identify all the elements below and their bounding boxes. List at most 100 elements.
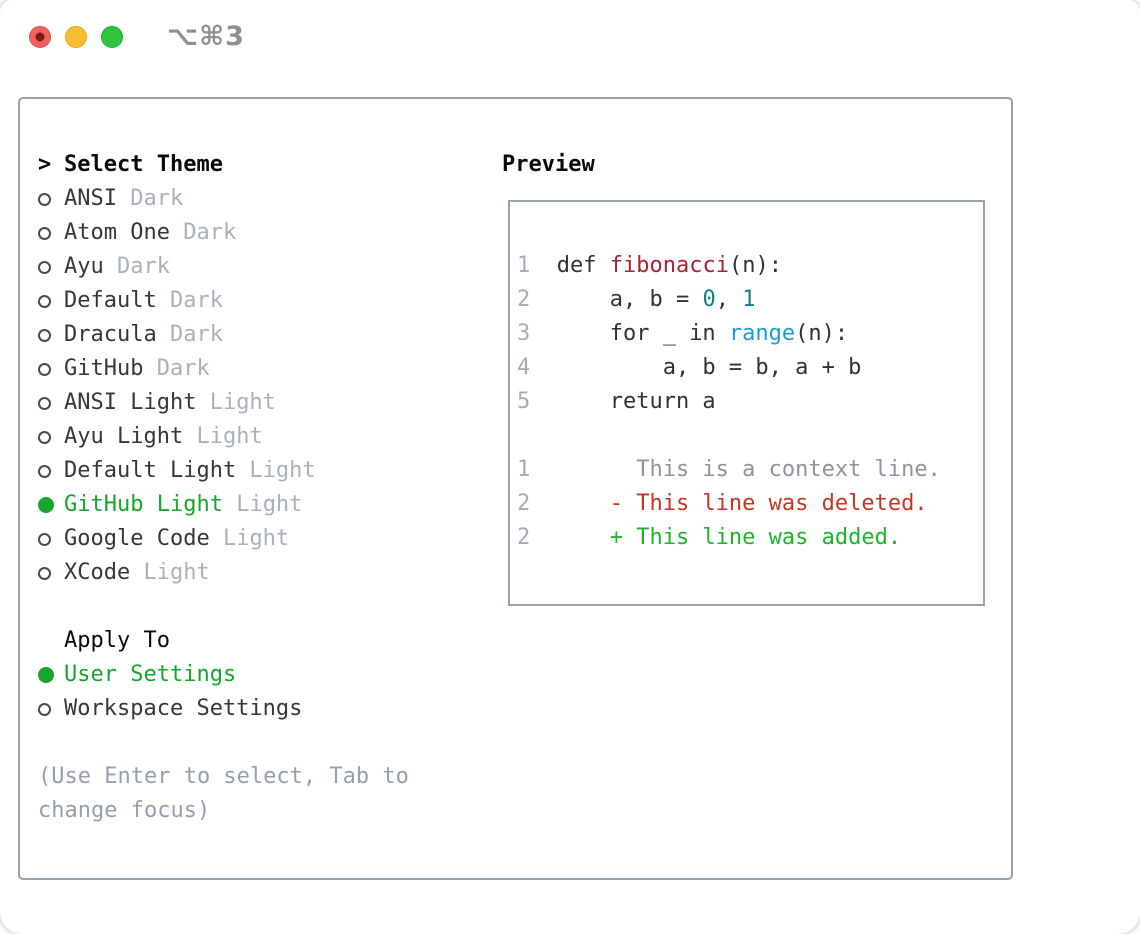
theme-item[interactable]: ANSI Dark (38, 182, 409, 216)
radio-icon (38, 260, 64, 274)
zoom-button[interactable] (101, 26, 123, 48)
theme-item[interactable]: Atom One Dark (38, 216, 409, 250)
preview-header: Preview (502, 152, 595, 177)
help-text-line-2: change focus) (38, 798, 211, 823)
radio-circle (38, 667, 54, 683)
code-line: 2 + This line was added. (517, 521, 983, 555)
theme-item[interactable]: Ayu Dark (38, 250, 409, 284)
help-text-line-1: (Use Enter to select, Tab to (38, 764, 409, 789)
theme-variant-tag: Dark (169, 220, 237, 245)
radio-circle (38, 328, 51, 342)
theme-name: GitHub Light (64, 492, 223, 517)
code-segment: def (530, 253, 610, 278)
code-segment: , (715, 287, 743, 312)
code-segment: return a (530, 389, 716, 414)
radio-icon (38, 294, 64, 308)
code-segment: - This line was deleted. (530, 491, 928, 516)
theme-name: Ayu (64, 254, 104, 279)
traffic-lights (29, 26, 123, 48)
apply-to-label: Workspace Settings (64, 696, 303, 721)
theme-variant-tag: Light (130, 560, 210, 585)
theme-item[interactable]: XCode Light (38, 556, 409, 590)
cursor-icon: > (38, 152, 52, 177)
theme-name: ANSI (64, 186, 117, 211)
close-button[interactable] (29, 26, 51, 48)
code-segment: This is a context line. (530, 457, 941, 482)
theme-name: Dracula (64, 322, 157, 347)
radio-icon (38, 566, 64, 580)
theme-item[interactable]: Default Light Light (38, 454, 409, 488)
minimize-button[interactable] (65, 26, 87, 48)
radio-circle (38, 294, 51, 308)
theme-variant-tag: Dark (103, 254, 170, 279)
theme-item[interactable]: Dracula Dark (38, 318, 409, 352)
line-number: 5 (517, 389, 531, 414)
theme-item[interactable]: GitHub Dark (38, 352, 409, 386)
code-segment: for _ in (530, 321, 729, 346)
code-line: 2 a, b = 0, 1 (517, 283, 983, 317)
radio-icon (38, 430, 64, 444)
code-segment: (n): (728, 253, 782, 278)
radio-icon (38, 702, 64, 716)
radio-icon (38, 226, 64, 240)
theme-variant-tag: Light (196, 390, 276, 415)
radio-circle (38, 396, 51, 410)
line-number: 4 (517, 355, 531, 380)
line-number: 1 (517, 253, 531, 278)
theme-variant-tag: Dark (143, 356, 210, 381)
theme-variant-tag: Dark (156, 288, 223, 313)
theme-name: Atom One (64, 220, 170, 245)
window-title: ⌥⌘3 (167, 21, 245, 52)
theme-name: GitHub (64, 356, 144, 381)
radio-circle (38, 464, 51, 478)
code-segment: range (728, 321, 796, 346)
radio-circle (38, 532, 51, 546)
theme-variant-tag: Light (236, 458, 316, 483)
theme-name: ANSI Light (64, 390, 197, 415)
radio-circle (38, 430, 51, 444)
radio-circle (38, 566, 51, 580)
code-segment: + This line was added. (530, 525, 902, 550)
code-line: 4 a, b = b, a + b (517, 351, 983, 385)
apply-to-header-row: Apply To (38, 624, 409, 658)
line-number: 2 (517, 525, 531, 550)
spacer (38, 726, 409, 760)
radio-circle (38, 702, 51, 716)
code-segment: 0 (702, 287, 716, 312)
code-segment: (n): (795, 321, 849, 346)
theme-variant-tag: Dark (116, 186, 184, 211)
select-theme-header: Select Theme (64, 152, 223, 177)
code-line: 5 return a (517, 385, 983, 419)
theme-item[interactable]: GitHub Light Light (38, 488, 409, 522)
radio-icon (38, 362, 64, 376)
theme-item[interactable]: ANSI Light Light (38, 386, 409, 420)
code-segment: fibonacci (609, 253, 729, 278)
apply-to-option[interactable]: User Settings (38, 658, 409, 692)
radio-icon (38, 328, 64, 342)
unsaved-indicator-dot (35, 32, 45, 42)
titlebar: ⌥⌘3 (0, 0, 1140, 72)
theme-variant-tag: Light (183, 424, 263, 449)
code-line: 2 - This line was deleted. (517, 487, 983, 521)
theme-item[interactable]: Ayu Light Light (38, 420, 409, 454)
code-segment: a, b = b, a + b (530, 355, 862, 380)
radio-circle (38, 362, 51, 376)
code-line (517, 419, 983, 453)
apply-to-option[interactable]: Workspace Settings (38, 692, 409, 726)
theme-name: Default (64, 288, 157, 313)
theme-name: Default Light (64, 458, 237, 483)
radio-circle (38, 260, 51, 274)
theme-item[interactable]: Default Dark (38, 284, 409, 318)
theme-name: XCode (64, 560, 131, 585)
theme-item[interactable]: Google Code Light (38, 522, 409, 556)
theme-variant-tag: Dark (156, 322, 223, 347)
radio-icon (38, 396, 64, 410)
code-line: 3 for _ in range(n): (517, 317, 983, 351)
line-number: 2 (517, 491, 531, 516)
select-theme-header-row: > Select Theme (38, 148, 409, 182)
apply-to-header: Apply To (64, 628, 170, 653)
